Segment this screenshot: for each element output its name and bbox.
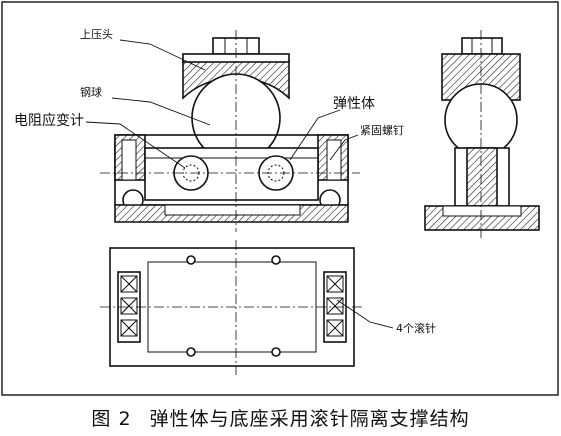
side-view (424, 30, 540, 240)
front-view (100, 30, 360, 232)
leader-lines (85, 39, 394, 329)
label-upper-pressure-head: 上压头 (80, 28, 113, 41)
label-strain-gauge: 电阻应变计 (14, 112, 84, 129)
roller-slot-left (117, 271, 141, 343)
label-rollers: 4个滚针 (396, 321, 436, 335)
figure-caption: 图 2 弹性体与底座采用滚针隔离支撑结构 (0, 404, 561, 431)
side-bolt-head (461, 37, 503, 55)
label-elastic-body: 弹性体 (333, 96, 375, 112)
drawing-frame (1, 1, 559, 396)
caption-title: 弹性体与底座采用滚针隔离支撑结构 (149, 408, 470, 430)
caption-number: 图 2 (91, 408, 132, 430)
top-view (100, 240, 365, 375)
label-steel-ball: 钢球 (80, 85, 102, 99)
label-set-screw: 紧固螺钉 (360, 124, 404, 137)
